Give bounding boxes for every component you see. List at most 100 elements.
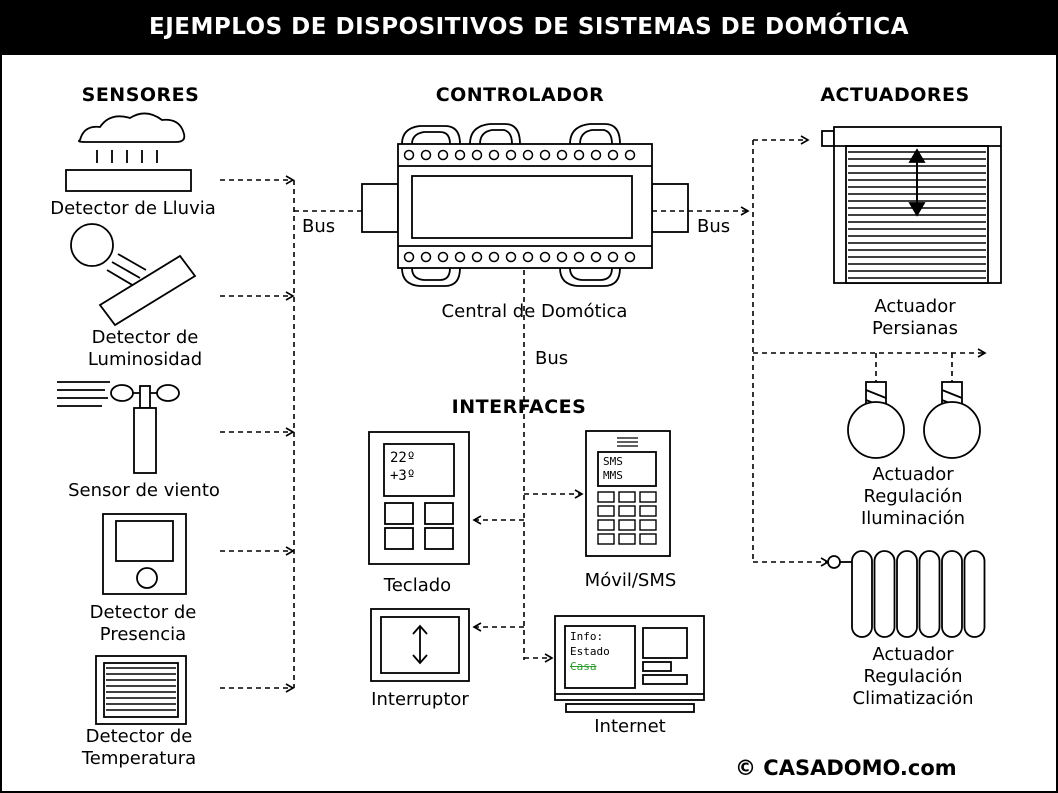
label-actuador-clima-1: Actuador <box>872 644 954 665</box>
label-bus-right: Bus <box>697 216 731 237</box>
label-bus-center: Bus <box>535 348 569 369</box>
label-teclado: Teclado <box>383 575 452 596</box>
radiator-column <box>851 550 873 638</box>
sensor-bus-lines <box>220 175 400 693</box>
radiator-column <box>873 550 896 638</box>
terminal-screw <box>556 251 568 263</box>
mobile-key <box>639 519 657 531</box>
label-movil-sms: Móvil/SMS <box>584 570 677 591</box>
mobile-key <box>618 505 636 517</box>
label-interruptor: Interruptor <box>371 689 469 710</box>
terminal-screw <box>573 149 585 161</box>
diagram-frame <box>0 55 1058 793</box>
switch-interface-icon <box>370 608 470 682</box>
label-actuador-persianas-1: Actuador <box>874 296 956 317</box>
terminal-screw <box>420 251 432 263</box>
terminal-screw <box>488 149 500 161</box>
copyright: © CASADOMO.com <box>735 756 957 780</box>
terminal-screw <box>403 251 415 263</box>
terminal-screw <box>522 251 534 263</box>
section-sensores: SENSORES <box>81 84 200 106</box>
interface-bus-lines <box>472 270 584 663</box>
rain-sensor-icon <box>65 112 192 192</box>
terminal-screw <box>454 251 466 263</box>
terminal-screw <box>607 251 619 263</box>
terminal-screw <box>539 149 551 161</box>
luminosity-sensor-icon <box>70 223 197 327</box>
actuator-bus-lines <box>652 135 987 567</box>
controller-terminals <box>403 149 636 263</box>
label-actuador-persianas-2: Persianas <box>872 318 958 339</box>
label-detector-temperatura-1: Detector de <box>85 726 193 747</box>
terminal-screw <box>471 149 483 161</box>
terminal-screw <box>454 149 466 161</box>
terminal-screw <box>590 149 602 161</box>
presence-sensor-icon <box>102 513 187 595</box>
label-internet: Internet <box>594 716 666 737</box>
terminal-screw <box>403 149 415 161</box>
lighting-actuator-icon <box>847 381 981 459</box>
terminal-screw <box>624 251 636 263</box>
mobile-key <box>639 491 657 503</box>
label-actuador-iluminacion-2: Regulación <box>863 486 963 507</box>
radiator-column <box>963 550 986 638</box>
terminal-screw <box>539 251 551 263</box>
wind-sensor-icon <box>57 381 180 474</box>
terminal-screw <box>573 251 585 263</box>
mobile-key <box>639 533 657 545</box>
label-central-domotica: Central de Domótica <box>441 301 628 322</box>
label-actuador-iluminacion-1: Actuador <box>872 464 954 485</box>
terminal-screw <box>420 149 432 161</box>
label-detector-temperatura-2: Temperatura <box>81 748 197 769</box>
mobile-key <box>597 491 615 503</box>
label-detector-luminosidad-2: Luminosidad <box>87 349 203 370</box>
terminal-screw <box>624 149 636 161</box>
mobile-key <box>639 505 657 517</box>
terminal-screw <box>505 251 517 263</box>
label-detector-presencia-2: Presencia <box>99 624 187 645</box>
internet-screen-line2: Estado <box>570 645 610 658</box>
mobile-screen-line2: MMS <box>603 469 623 482</box>
keypad-screen-line1: 22º <box>390 450 416 466</box>
label-actuador-clima-2: Regulación <box>863 666 963 687</box>
terminal-screw <box>505 149 517 161</box>
mobile-screen-line1: SMS <box>603 455 623 468</box>
label-actuador-iluminacion-3: Iluminación <box>860 508 965 529</box>
terminal-screw <box>607 149 619 161</box>
mobile-key <box>618 533 636 545</box>
terminal-screw <box>590 251 602 263</box>
mobile-key <box>597 519 615 531</box>
keypad-screen-line2: +3º <box>390 468 416 484</box>
section-controlador: CONTROLADOR <box>435 84 605 106</box>
terminal-screw <box>556 149 568 161</box>
internet-screen-line3: Casa <box>570 660 597 673</box>
mobile-key <box>597 505 615 517</box>
internet-screen-line1: Info: <box>570 630 604 643</box>
label-bus-left: Bus <box>302 216 336 237</box>
keypad-interface-icon <box>368 431 470 565</box>
radiator-column <box>941 550 963 638</box>
label-actuador-clima-3: Climatización <box>852 688 974 709</box>
mobile-interface-icon <box>585 430 671 557</box>
mobile-key <box>618 491 636 503</box>
mobile-key <box>597 533 615 545</box>
terminal-screw <box>437 149 449 161</box>
temperature-sensor-icon <box>95 655 187 725</box>
section-interfaces: INTERFACES <box>451 396 587 418</box>
diagram-title: EJEMPLOS DE DISPOSITIVOS DE SISTEMAS DE … <box>149 14 909 40</box>
label-detector-luminosidad-1: Detector de <box>91 327 199 348</box>
blinds-actuator-icon <box>821 126 1002 284</box>
section-actuadores: ACTUADORES <box>820 84 970 106</box>
title-bar <box>0 0 1058 55</box>
mobile-key <box>618 519 636 531</box>
terminal-screw <box>471 251 483 263</box>
controller-icon <box>361 123 689 287</box>
terminal-screw <box>437 251 449 263</box>
label-detector-presencia-1: Detector de <box>89 602 197 623</box>
radiator-column <box>896 550 918 638</box>
climate-actuator-icon <box>827 550 986 638</box>
radiator-column <box>918 550 941 638</box>
terminal-screw <box>522 149 534 161</box>
internet-interface-icon <box>554 615 705 713</box>
